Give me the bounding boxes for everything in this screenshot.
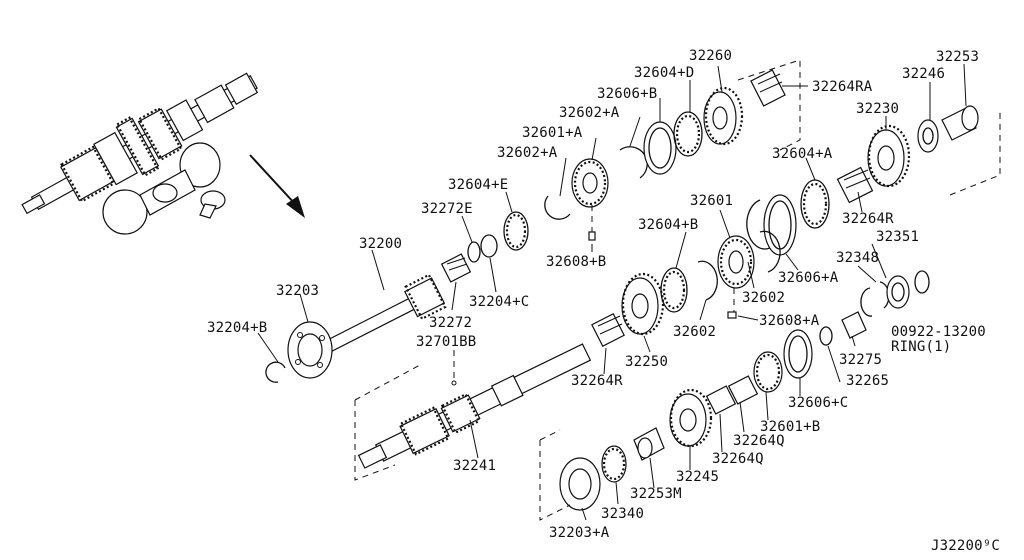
label-32602-1: 32602 <box>742 290 785 306</box>
main-shaft-group <box>265 211 529 383</box>
overview-assembly <box>21 72 259 235</box>
label-32606-c: 32606+C <box>788 395 848 411</box>
leader-lines <box>257 63 967 521</box>
label-32250: 32250 <box>625 354 668 370</box>
part-labels: 32260 32604+D 32264RA 32246 32253 32606+… <box>207 48 1000 554</box>
label-00922-13200: 00922-13200 <box>891 324 986 340</box>
reference-code: J32200⁹C <box>931 538 1000 554</box>
label-32602-a-1: 32602+A <box>559 105 620 121</box>
label-32264r-2: 32264R <box>571 373 623 389</box>
label-32264q-1: 32264Q <box>733 433 785 449</box>
label-32701bb: 32701BB <box>416 334 476 350</box>
upper-row-parts <box>544 59 801 241</box>
label-32275: 32275 <box>839 352 882 368</box>
label-32260: 32260 <box>689 48 732 64</box>
label-32340: 32340 <box>601 506 644 522</box>
label-32204-c: 32204+C <box>469 294 529 310</box>
label-32604-b: 32604+B <box>638 217 698 233</box>
label-32264q-2: 32264Q <box>712 451 764 467</box>
label-32264r-1: 32264R <box>842 211 894 227</box>
label-32246: 32246 <box>902 66 945 82</box>
label-32602-2: 32602 <box>673 324 716 340</box>
label-ring-1: RING(1) <box>891 339 951 355</box>
label-32203: 32203 <box>276 283 319 299</box>
label-32253: 32253 <box>936 49 979 65</box>
label-32602-a-2: 32602+A <box>497 145 558 161</box>
label-32241: 32241 <box>453 458 496 474</box>
label-32264ra: 32264RA <box>812 79 873 95</box>
label-32253m: 32253M <box>630 486 682 502</box>
label-32604-a: 32604+A <box>772 146 833 162</box>
label-32200: 32200 <box>359 236 402 252</box>
direction-arrow <box>249 154 305 218</box>
label-32604-d: 32604+D <box>634 65 694 81</box>
label-32608-b: 32608+B <box>546 254 606 270</box>
label-32272e: 32272E <box>421 201 473 217</box>
label-32272: 32272 <box>429 315 472 331</box>
lower-right-group <box>539 270 930 521</box>
label-32601-a: 32601+A <box>522 125 583 141</box>
label-32348: 32348 <box>836 250 879 266</box>
label-32604-e: 32604+E <box>448 177 508 193</box>
label-32203-a: 32203+A <box>549 525 610 541</box>
label-32601: 32601 <box>690 193 733 209</box>
countershaft <box>354 343 592 481</box>
label-32265: 32265 <box>846 373 889 389</box>
label-32230: 32230 <box>856 101 899 117</box>
label-32245: 32245 <box>676 469 719 485</box>
label-32606-a: 32606+A <box>778 270 839 286</box>
label-32204-b: 32204+B <box>207 320 267 336</box>
middle-group <box>591 230 781 347</box>
label-32608-a: 32608+A <box>759 313 820 329</box>
label-32601-b: 32601+B <box>760 419 820 435</box>
right-group <box>746 105 1001 256</box>
label-32606-b: 32606+B <box>597 86 657 102</box>
label-32351: 32351 <box>876 229 919 245</box>
